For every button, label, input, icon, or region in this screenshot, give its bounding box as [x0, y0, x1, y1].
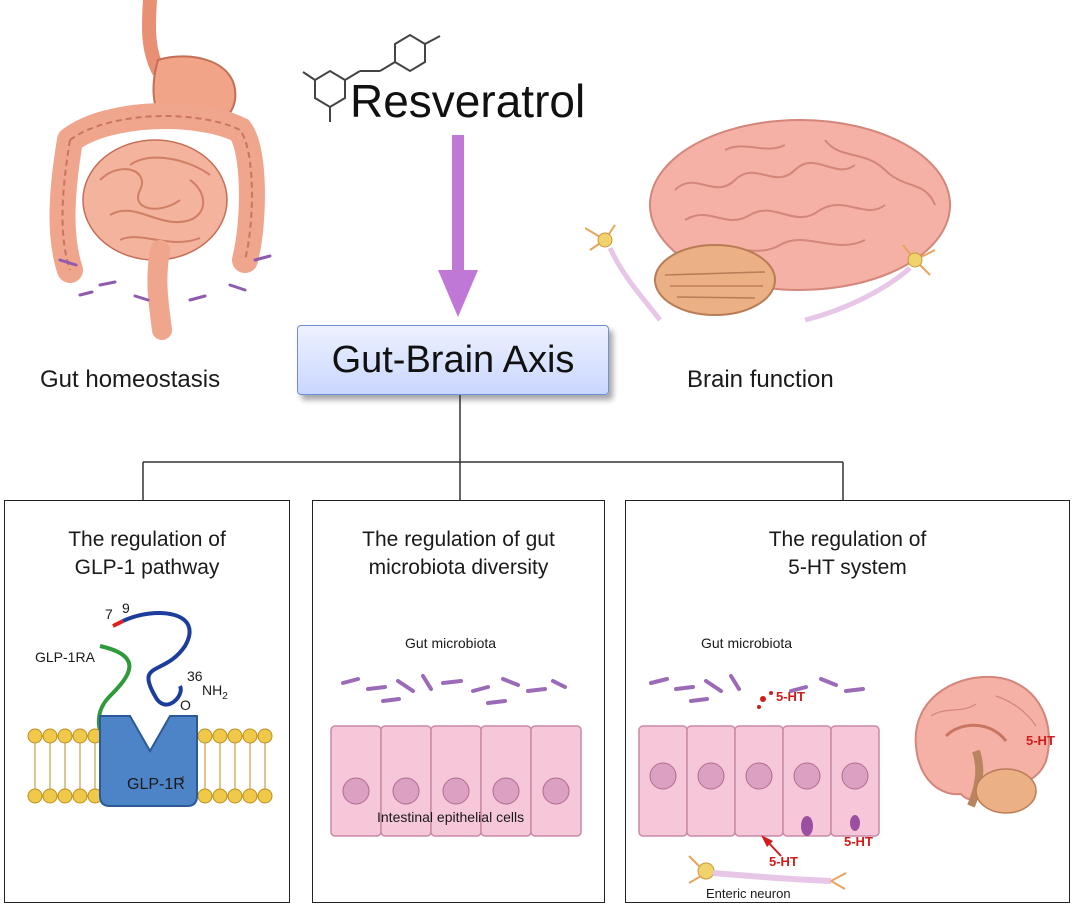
- connector-lines: [142, 395, 844, 500]
- glp1ra-label: GLP-1RA: [35, 649, 95, 665]
- resveratrol-structure: [302, 33, 441, 122]
- panel-microbiota-title-2: microbiota diversity: [368, 556, 549, 579]
- microbiota-label-2: Gut microbiota: [701, 635, 793, 651]
- panel-glp1-title-2: GLP-1 pathway: [74, 556, 220, 579]
- microbiota-label: Gut microbiota: [405, 635, 497, 651]
- glp1r-label: GLP-1R: [127, 776, 185, 793]
- panel-microbiota-title-1: The regulation of gut: [362, 528, 555, 551]
- microbiota-cells-diagram: [330, 674, 582, 837]
- 5ht-brain-label: 5-HT: [1026, 733, 1055, 748]
- enteric-neuron-label: Enteric neuron: [706, 886, 791, 901]
- compound-title: Resveratrol: [350, 75, 586, 127]
- residue-36: 36: [187, 668, 203, 684]
- gut-brain-axis-label: Gut-Brain Axis: [331, 338, 575, 381]
- brain-illustration: [585, 119, 951, 323]
- panel-microbiota: The regulation of gut microbiota diversi…: [312, 500, 605, 903]
- 5ht-top-label: 5-HT: [776, 689, 805, 704]
- panel-5ht-title-1: The regulation of: [768, 528, 927, 551]
- panel-5ht: The regulation of 5-HT system Gut microb…: [625, 500, 1070, 903]
- gut-brain-axis-box: Gut-Brain Axis: [297, 325, 609, 395]
- gut-caption: Gut homeostasis: [40, 366, 221, 393]
- brain-sagittal-illustration: [914, 675, 1050, 814]
- nh2-label: NH2: [202, 682, 228, 702]
- down-arrow-icon: [438, 135, 478, 317]
- gut-illustration: [49, 0, 272, 340]
- epithelial-cells-label: Intestinal epithelial cells: [377, 809, 525, 825]
- 5ht-cells-diagram: [638, 674, 880, 890]
- 5ht-bottom-right-label: 5-HT: [844, 834, 873, 849]
- panel-5ht-title-2: 5-HT system: [788, 556, 907, 579]
- residue-9: 9: [122, 600, 130, 616]
- panel-glp1-title-1: The regulation of: [68, 528, 226, 551]
- brain-caption: Brain function: [687, 366, 834, 393]
- 5ht-bottom-left-label: 5-HT: [769, 854, 798, 869]
- residue-7: 7: [105, 606, 113, 622]
- oxygen-label: O: [180, 697, 191, 713]
- panel-glp1: The regulation of GLP-1 pathway 7 9 GLP-…: [4, 500, 290, 903]
- glp1-diagram: [27, 611, 273, 807]
